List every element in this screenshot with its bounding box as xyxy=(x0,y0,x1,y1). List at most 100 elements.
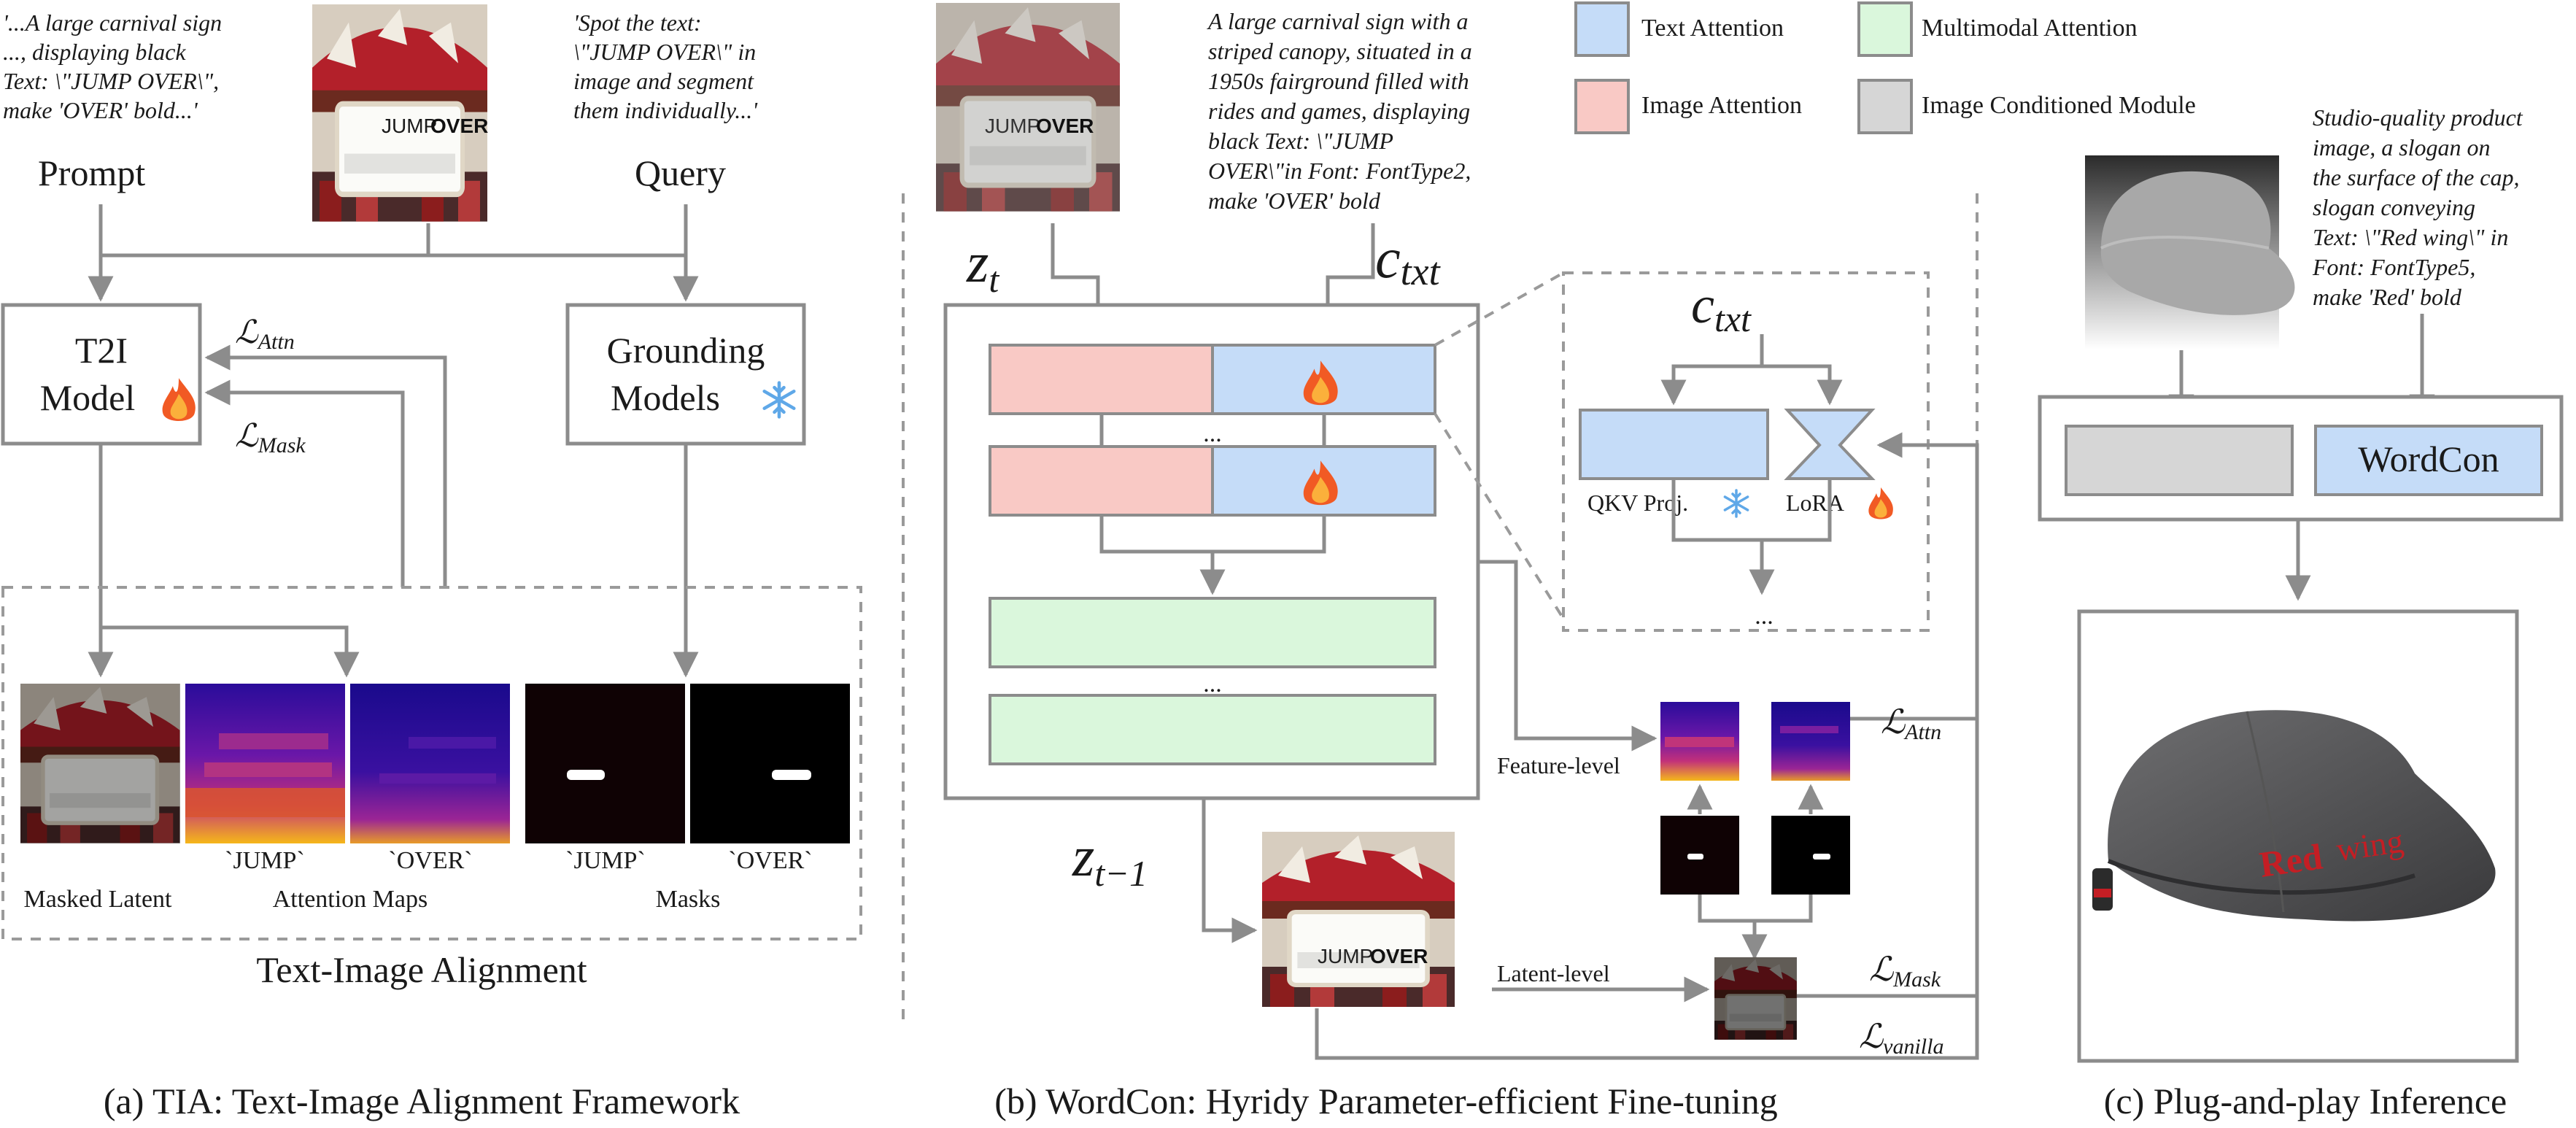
token-label-over: `OVER` xyxy=(728,847,812,874)
prompt-text-c: Studio-quality product image, a slogan o… xyxy=(2312,104,2523,310)
prompt-quote-line: Text: \"JUMP OVER\", xyxy=(3,68,219,94)
prompt-line: black Text: \"JUMP xyxy=(1208,128,1393,154)
loss-mask-a: ℒMask xyxy=(235,418,306,457)
ctxt-label: ctxt xyxy=(1375,226,1442,293)
latent-level-label: Latent-level xyxy=(1497,960,1610,986)
lora-label: LoRA xyxy=(1786,490,1844,516)
t2i-model-box xyxy=(1,303,202,446)
t2i-model-label: Model xyxy=(40,377,136,418)
prompt-line: Font: FontType5, xyxy=(2312,254,2475,280)
image-attention-block xyxy=(989,445,1214,517)
grounding-models-label: Grounding xyxy=(607,330,765,371)
feature-level-label: Feature-level xyxy=(1497,752,1620,779)
legend-swatch-text-attention xyxy=(1574,1,1630,57)
sign-text-over: OVER xyxy=(1370,945,1428,967)
sign-text-jump: JUMP xyxy=(1318,945,1373,967)
prompt-text-b: A large carnival sign with a striped can… xyxy=(1207,8,1472,214)
fire-icon xyxy=(1868,487,1893,519)
cap-text-wing: wing xyxy=(2334,822,2405,868)
caption-a: (a) TIA: Text-Image Alignment Framework xyxy=(104,1081,740,1121)
grounding-models-box xyxy=(565,303,806,446)
query-quote-line: \"JUMP OVER\" in xyxy=(573,39,756,65)
masks-label: Masks xyxy=(656,886,721,913)
panel-c: Studio-quality product image, a slogan o… xyxy=(2038,104,2564,1121)
prompt-line: the surface of the cap, xyxy=(2313,164,2519,190)
legend-multimodal-attention: Multimodal Attention xyxy=(1922,15,2138,42)
prompt-quote-line: make 'OVER' bold...' xyxy=(3,97,198,123)
ctxt-label-detail: ctxt xyxy=(1691,276,1752,339)
legend-swatch-image-conditioned xyxy=(1857,79,1913,134)
prompt-line: striped canopy, situated in a xyxy=(1208,38,1472,64)
mask-jump xyxy=(525,684,685,843)
ellipsis: ... xyxy=(1203,671,1222,698)
loss-attn-b: ℒAttn xyxy=(1881,703,1941,744)
feature-attention-jump xyxy=(1771,702,1850,781)
prompt-line: rides and games, displaying xyxy=(1208,98,1470,124)
ellipsis: ... xyxy=(1755,603,1774,630)
depth-map-image xyxy=(2085,155,2295,349)
multimodal-attention-block xyxy=(989,694,1436,765)
panel-a: '...A large carnival sign ..., displayin… xyxy=(1,4,862,1121)
ellipsis: ... xyxy=(1203,420,1222,447)
prompt-line: image, a slogan on xyxy=(2313,134,2491,161)
loss-vanilla: ℒvanilla xyxy=(1859,1018,1943,1059)
prompt-line: A large carnival sign with a xyxy=(1207,8,1468,34)
legend-swatch-multimodal xyxy=(1857,1,1913,57)
legend-image-attention: Image Attention xyxy=(1641,92,1802,119)
grounding-models-label: Models xyxy=(611,377,720,418)
output-image: JUMP OVER xyxy=(1262,832,1455,1007)
mask-thumb-over xyxy=(1771,816,1850,895)
prompt-line: Text: \"Red wing\" in xyxy=(2313,224,2508,250)
attention-map-over xyxy=(350,684,510,843)
prompt-line: Studio-quality product xyxy=(2313,104,2523,131)
prompt-line: make 'Red' bold xyxy=(2313,284,2462,310)
legend: Text Attention Multimodal Attention Imag… xyxy=(1574,1,2196,134)
query-label: Query xyxy=(635,152,726,193)
token-label-jump: `JUMP` xyxy=(565,847,646,874)
loss-attn-a: ℒAttn xyxy=(235,314,295,354)
prompt-label: Prompt xyxy=(38,152,145,193)
caption-c: (c) Plug-and-play Inference xyxy=(2104,1081,2507,1121)
prompt-line: OVER\"in Font: FontType2, xyxy=(1208,158,1471,184)
cap-output-image: Red wing xyxy=(2092,710,2496,922)
panel-b: JUMP OVER A large carnival sign with a s… xyxy=(936,3,1979,1121)
sign-text-over: OVER xyxy=(1036,115,1094,137)
qkv-projection-block xyxy=(1579,409,1769,480)
prompt-line: slogan conveying xyxy=(2313,194,2475,220)
query-quote: 'Spot the text: \"JUMP OVER\" in image a… xyxy=(573,9,758,123)
sign-text-jump: JUMP xyxy=(382,115,437,137)
query-quote-line: 'Spot the text: xyxy=(573,9,702,36)
token-label-jump: `JUMP` xyxy=(225,847,305,874)
prompt-quote-line: ..., displaying black xyxy=(3,39,186,65)
qkv-label: QKV Proj. xyxy=(1587,490,1688,516)
masked-latent-thumb xyxy=(20,684,180,843)
wordcon-label: WordCon xyxy=(2358,439,2499,479)
legend-image-conditioned: Image Conditioned Module xyxy=(1922,92,2196,119)
t2i-model-label: T2I xyxy=(75,330,128,371)
prompt-quote-line: '...A large carnival sign xyxy=(3,9,222,36)
prompt-line: 1950s fairground filled with xyxy=(1208,68,1469,94)
feature-attention-over xyxy=(1660,702,1739,781)
cap-text-red: Red xyxy=(2257,835,2325,884)
token-label-over: `OVER` xyxy=(388,847,472,874)
attention-map-jump xyxy=(185,684,345,843)
query-quote-line: them individually...' xyxy=(573,97,758,123)
text-image-alignment-region xyxy=(1,586,862,940)
sign-text-over: OVER xyxy=(430,115,488,137)
masked-latent-small xyxy=(1713,956,1798,1041)
multimodal-attention-block xyxy=(989,597,1436,668)
zt-label: zt xyxy=(966,231,999,300)
query-quote-line: image and segment xyxy=(573,68,754,94)
legend-swatch-image-attention xyxy=(1574,79,1630,134)
carnival-input-image: JUMP OVER xyxy=(312,4,488,222)
alignment-title: Text-Image Alignment xyxy=(256,949,587,990)
wordcon-module xyxy=(2314,425,2543,496)
attention-maps-label: Attention Maps xyxy=(273,886,428,913)
lora-block xyxy=(1784,409,1876,480)
image-conditioned-module xyxy=(2065,425,2294,496)
mask-over xyxy=(690,684,850,843)
masked-latent-label: Masked Latent xyxy=(24,886,173,913)
prompt-line: make 'OVER' bold xyxy=(1208,188,1381,214)
loss-mask-b: ℒMask xyxy=(1869,951,1941,992)
